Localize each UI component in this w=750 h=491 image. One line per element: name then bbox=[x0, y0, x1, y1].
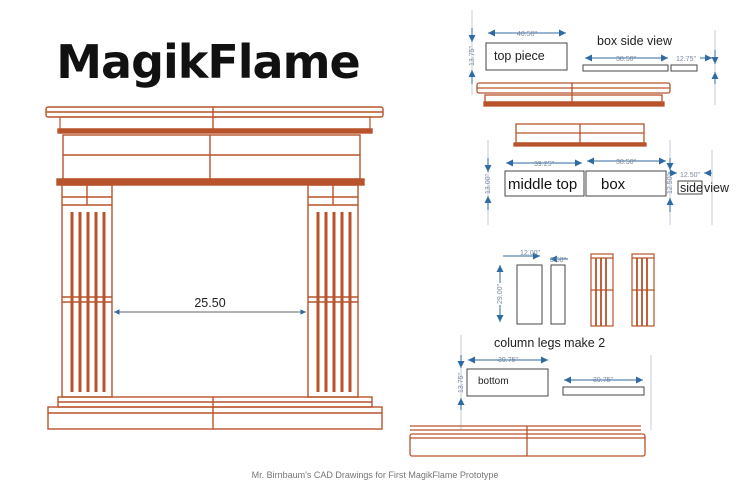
dimension-label: 38.50" bbox=[616, 56, 637, 63]
opening-width-label: 25.50 bbox=[194, 296, 225, 310]
dimension-label: 13.00" bbox=[485, 173, 492, 194]
dimension-label: 39.75" bbox=[498, 357, 519, 364]
dimension-label: 12.75" bbox=[676, 56, 697, 63]
top-piece-elevation bbox=[476, 82, 671, 147]
image-caption: Mr. Birnbaum's CAD Drawings for First Ma… bbox=[251, 470, 499, 480]
magikflame-logo: MagikFlame bbox=[56, 35, 359, 89]
dimension-label: 39.75" bbox=[593, 377, 614, 384]
bottom-drawing: 39.75" 13.75" bottom 39.75" bbox=[457, 335, 652, 430]
column-legs-label: column legs make 2 bbox=[494, 336, 605, 350]
box-side-view-label: box side view bbox=[597, 34, 673, 48]
middle-top-label: middle top bbox=[508, 176, 577, 193]
top-piece-label: top piece bbox=[494, 49, 545, 63]
box-label: box bbox=[601, 176, 626, 193]
mantel-front-view bbox=[45, 106, 384, 430]
dimension-label: 39.25" bbox=[534, 161, 555, 168]
dimension-label: 12.50" bbox=[680, 172, 701, 179]
column-leg-elevations bbox=[590, 253, 655, 327]
middle-top-drawing: 39.25" 38.50" 13.00" middle top box 12.5… bbox=[484, 140, 730, 225]
dimension-label: 12.00" bbox=[520, 250, 541, 257]
side-label: side bbox=[680, 181, 703, 195]
view-label: view bbox=[704, 181, 730, 195]
dimension-label: 13.75" bbox=[469, 45, 476, 66]
dimension-label: 38.50" bbox=[616, 159, 637, 166]
box-side-view-drawing: box side view 38.50" 12.75" bbox=[582, 30, 719, 105]
dimension-label: 40.50" bbox=[517, 31, 538, 38]
column-legs-drawing: 12.00" 6.50" 29.00" column legs make 2 bbox=[494, 250, 605, 350]
top-piece-drawing: 40.50" 13.75" top piece bbox=[468, 10, 568, 95]
dimension-label: 12.50" bbox=[667, 173, 674, 194]
dimension-label: 13.75" bbox=[458, 372, 465, 393]
bottom-label: bottom bbox=[478, 376, 509, 387]
bottom-elevation bbox=[409, 425, 646, 457]
dimension-label: 6.50" bbox=[550, 257, 567, 264]
dimension-label: 29.00" bbox=[497, 283, 504, 304]
